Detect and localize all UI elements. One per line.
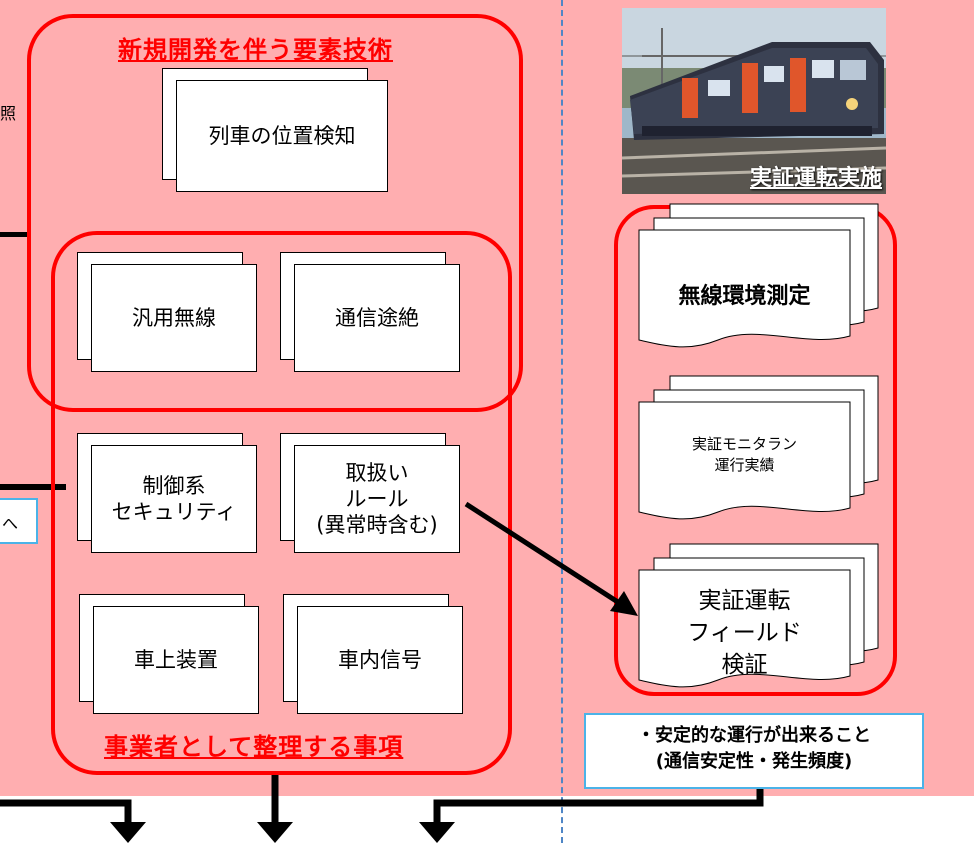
arrow-rules-to-field <box>464 501 626 609</box>
doc-position-detection-label: 列車の位置検知 <box>176 80 388 192</box>
doc-in-cab-signal: 車内信号 <box>283 594 463 714</box>
elemental-tech-frame <box>27 14 523 412</box>
doc-field-verification-label: 実証運転 フィールド 検証 <box>687 588 802 679</box>
doc-monitor-run-label: 実証モニタラン 運行実績 <box>691 435 797 474</box>
doc-control-security-label: 制御系 セキュリティ <box>91 445 257 553</box>
doc-onboard-equipment-label: 車上装置 <box>93 606 259 714</box>
doc-monitor-run-shape <box>638 375 879 520</box>
doc-onboard-equipment: 車上装置 <box>79 594 259 714</box>
arrowhead-left <box>110 822 146 843</box>
arrowhead-center <box>257 822 293 843</box>
connector-left-mid <box>0 484 66 490</box>
operator-items-title: 事業者として整理する事項 <box>104 733 404 761</box>
cut-note-box: へ <box>0 498 38 544</box>
train-illustration <box>622 8 886 194</box>
photo-caption: 実証運転実施 <box>749 166 882 191</box>
panel-divider <box>561 0 563 843</box>
arrow-rules-to-field-head <box>610 591 638 616</box>
stability-note: ・安定的な運行が出来ること (通信安定性・発生頻度) <box>584 713 924 789</box>
doc-radio-measurement-label: 無線環境測定 <box>678 284 811 309</box>
train-photo: 実証運転実施 <box>622 8 886 194</box>
doc-comm-loss-label: 通信途絶 <box>294 264 460 372</box>
doc-position-detection: 列車の位置検知 <box>162 68 392 194</box>
doc-comm-loss: 通信途絶 <box>280 252 460 372</box>
operator-items-frame <box>51 231 512 775</box>
bottom-line-left <box>0 799 132 826</box>
doc-control-security: 制御系 セキュリティ <box>77 433 257 553</box>
doc-radio-measurement-shape <box>638 203 879 348</box>
bottom-line-right <box>433 789 764 826</box>
doc-general-radio-label: 汎用無線 <box>91 264 257 372</box>
cut-text-ref: 照 <box>0 104 17 123</box>
arrowhead-right <box>419 822 455 843</box>
doc-general-radio: 汎用無線 <box>77 252 257 372</box>
doc-handling-rules-label: 取扱い ルール (異常時含む) <box>294 445 460 553</box>
elemental-tech-title: 新規開発を伴う要素技術 <box>118 36 393 64</box>
connector-left-top <box>0 232 30 237</box>
doc-handling-rules: 取扱い ルール (異常時含む) <box>280 433 460 553</box>
doc-field-verification-shape <box>638 543 879 688</box>
cut-text-arrow: へ <box>2 514 19 533</box>
doc-in-cab-signal-label: 車内信号 <box>297 606 463 714</box>
